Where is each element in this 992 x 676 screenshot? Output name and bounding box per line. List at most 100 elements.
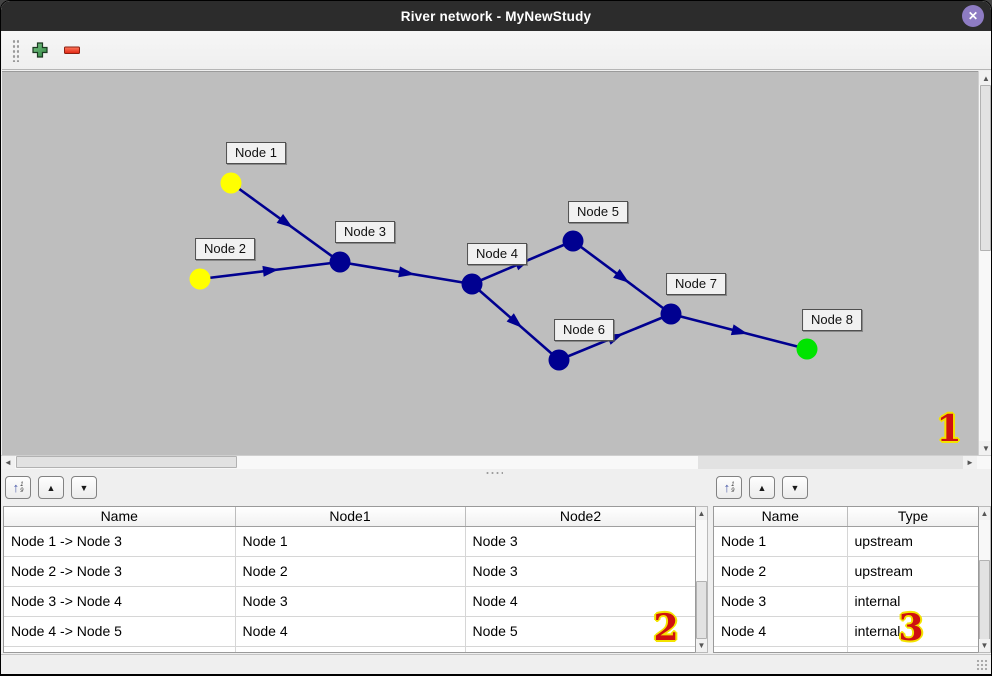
table-cell[interactable]: Node 3 xyxy=(714,586,848,617)
add-node-button[interactable] xyxy=(27,37,53,63)
scroll-up-button[interactable]: ▲ xyxy=(979,71,991,85)
network-canvas[interactable]: Node 1 Node 2 Node 3 Node 4 Node 5 Node 6 Node… xyxy=(2,71,978,455)
table-cell[interactable]: Node 3 -> Node 4 xyxy=(4,586,236,617)
scroll-down-icon: ▼ xyxy=(982,443,990,453)
scroll-down-button[interactable]: ▼ xyxy=(696,639,707,652)
node-label-node-5[interactable]: Node 5 xyxy=(568,201,628,223)
column-header-node2[interactable]: Node2 xyxy=(465,507,695,527)
node-marker-node-7[interactable] xyxy=(660,303,682,325)
table-cell[interactable] xyxy=(714,646,848,652)
node-marker-node-2[interactable] xyxy=(189,268,211,290)
node-label-node-1[interactable]: Node 1 xyxy=(226,142,286,164)
nodes-table-scrollbar[interactable]: ▲ ▼ xyxy=(978,506,991,653)
table-cell[interactable]: upstream xyxy=(847,556,978,587)
node-marker-node-4[interactable] xyxy=(461,273,483,295)
scroll-down-icon: ▼ xyxy=(697,641,706,650)
table-cell[interactable]: Node 2 xyxy=(714,556,848,587)
column-header-type[interactable]: Type xyxy=(847,507,978,527)
move-reach-down-button[interactable]: ▼ xyxy=(71,476,97,499)
node-label-node-3[interactable]: Node 3 xyxy=(335,221,395,243)
table-row[interactable] xyxy=(4,646,695,652)
table-cell[interactable]: internal xyxy=(847,616,978,647)
node-label-node-4[interactable]: Node 4 xyxy=(467,243,527,265)
title-bar[interactable]: River network - MyNewStudy ✕ xyxy=(1,1,991,31)
scroll-up-icon: ▲ xyxy=(980,509,989,518)
table-cell[interactable] xyxy=(235,646,466,652)
column-header-node1[interactable]: Node1 xyxy=(235,507,466,527)
scroll-down-button[interactable]: ▼ xyxy=(979,639,990,652)
scroll-right-button[interactable]: ► xyxy=(963,456,977,469)
scroll-up-button[interactable]: ▲ xyxy=(696,507,707,520)
table-cell[interactable]: Node 5 xyxy=(465,616,695,647)
canvas-vscroll-thumb[interactable] xyxy=(980,85,991,251)
node-label-node-7[interactable]: Node 7 xyxy=(666,273,726,295)
canvas-hscroll-track-segment[interactable] xyxy=(698,456,963,469)
table-row[interactable] xyxy=(714,646,978,652)
table-cell[interactable]: Node 2 xyxy=(235,556,466,587)
node-marker-node-8[interactable] xyxy=(796,338,818,360)
table-cell[interactable]: Node 1 xyxy=(235,526,466,557)
close-button[interactable]: ✕ xyxy=(962,5,984,27)
reaches-table-scrollbar[interactable]: ▲ ▼ xyxy=(695,506,708,653)
move-node-down-button[interactable]: ▼ xyxy=(782,476,808,499)
table-cell[interactable]: Node 3 xyxy=(465,556,695,587)
scroll-down-button[interactable]: ▼ xyxy=(979,441,991,455)
column-header-name[interactable]: Name xyxy=(4,507,236,527)
node-marker-node-6[interactable] xyxy=(548,349,570,371)
node-marker-node-1[interactable] xyxy=(220,172,242,194)
horizontal-splitter[interactable] xyxy=(1,469,991,475)
canvas-hscroll-thumb[interactable] xyxy=(16,456,237,468)
table-cell[interactable]: Node 4 xyxy=(714,616,848,647)
table-cell[interactable]: Node 1 -> Node 3 xyxy=(4,526,236,557)
nodes-scroll-thumb[interactable] xyxy=(979,560,990,640)
table-cell[interactable]: Node 4 -> Node 5 xyxy=(4,616,236,647)
table-cell[interactable]: Node 4 xyxy=(235,616,466,647)
close-icon: ✕ xyxy=(967,9,979,23)
canvas-horizontal-scrollbar[interactable]: ◄ ► xyxy=(1,455,991,469)
column-header-name[interactable]: Name xyxy=(714,507,848,527)
table-cell[interactable]: Node 2 -> Node 3 xyxy=(4,556,236,587)
table-cell[interactable]: Node 3 xyxy=(235,586,466,617)
node-label-node-2[interactable]: Node 2 xyxy=(195,238,255,260)
status-bar xyxy=(1,654,991,674)
table-cell[interactable]: Node 1 xyxy=(714,526,848,557)
toolbar-grip[interactable] xyxy=(12,38,19,62)
table-cell[interactable] xyxy=(4,646,236,652)
node-label-node-8[interactable]: Node 8 xyxy=(802,309,862,331)
reaches-scroll-thumb[interactable] xyxy=(696,581,707,639)
scroll-up-button[interactable]: ▲ xyxy=(979,507,990,520)
table-cell[interactable] xyxy=(465,646,695,652)
resize-grip-icon[interactable] xyxy=(976,659,989,672)
node-label-node-6[interactable]: Node 6 xyxy=(554,319,614,341)
move-node-up-button[interactable]: ▲ xyxy=(749,476,775,499)
table-cell[interactable]: upstream xyxy=(847,526,978,557)
remove-node-button[interactable] xyxy=(59,37,85,63)
move-reach-up-button[interactable]: ▲ xyxy=(38,476,64,499)
table-cell[interactable]: internal xyxy=(847,586,978,617)
node-marker-node-3[interactable] xyxy=(329,251,351,273)
table-cell[interactable]: Node 4 xyxy=(465,586,695,617)
down-arrow-icon: ▼ xyxy=(79,482,89,493)
scroll-left-button[interactable]: ◄ xyxy=(1,456,15,469)
node-marker-node-5[interactable] xyxy=(562,230,584,252)
table-cell[interactable]: Node 3 xyxy=(465,526,695,557)
table-cell[interactable] xyxy=(847,646,978,652)
river-network-graph xyxy=(189,172,818,371)
canvas-vertical-scrollbar[interactable]: ▲ ▼ xyxy=(978,71,991,455)
